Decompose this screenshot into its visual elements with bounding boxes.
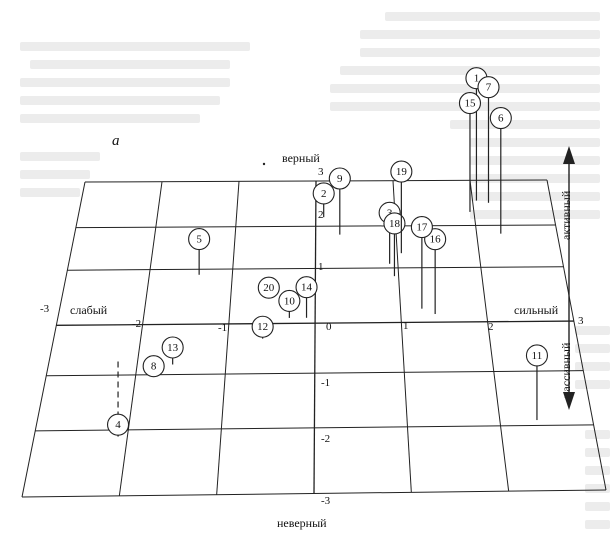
axis-label-bottom: неверный: [277, 516, 327, 530]
pin-circle: [410, 216, 433, 239]
pin-circle: [188, 228, 211, 251]
data-pin-9: 9: [328, 167, 351, 235]
data-pin-5: 5: [188, 228, 211, 275]
x-tick-label: 1: [403, 320, 409, 332]
grid-horizontal-line: [21, 489, 607, 498]
x-tick-label: -2: [132, 318, 141, 330]
pin-label: 10: [284, 295, 296, 307]
pin-label: 8: [151, 361, 157, 373]
y-tick-label: 3: [318, 166, 324, 178]
perspective-grid: [21, 179, 607, 498]
axis-label-right: сильный: [514, 303, 559, 317]
pin-circle: [257, 276, 280, 299]
pin-circle: [251, 315, 274, 338]
pin-label: 12: [257, 321, 268, 333]
pin-circle: [489, 107, 512, 130]
pin-circle: [328, 167, 351, 190]
pin-label: 14: [301, 282, 313, 294]
top-marker-dot: [262, 162, 266, 166]
data-pin-17: 17: [410, 216, 433, 309]
pin-circle: [477, 76, 500, 99]
data-pin-14: 14: [295, 276, 318, 318]
arrow-head-up: [563, 146, 575, 164]
pin-circle: [458, 92, 482, 115]
pin-label: 7: [486, 82, 492, 94]
pin-circle: [278, 289, 301, 312]
data-pin-4: 4: [106, 361, 130, 437]
pin-circle: [383, 212, 406, 235]
pin-circle: [295, 276, 318, 299]
grid-vertical-line: [469, 180, 510, 492]
grid-horizontal-line: [46, 370, 584, 377]
axis-label-left: слабый: [70, 303, 108, 317]
pin-label: 1: [474, 73, 480, 85]
pin-circle: [161, 336, 184, 359]
pin-circle: [390, 160, 413, 183]
pin-label: 3: [387, 207, 393, 219]
y-tick-label: 1: [318, 261, 324, 273]
x-tick-label: 0: [326, 321, 332, 333]
grid-horizontal-line: [75, 224, 556, 229]
x-tick-label: 2: [488, 321, 494, 333]
y-tick-label: -1: [321, 377, 330, 389]
panel-letter: а: [112, 133, 120, 149]
grid-vertical-line: [21, 181, 86, 498]
pin-label: 15: [464, 98, 476, 110]
grid-horizontal-line: [67, 266, 564, 271]
data-pin-2: 2: [312, 182, 335, 218]
grid-vertical-line: [546, 179, 607, 491]
axis-label-down: пассивный: [559, 342, 573, 398]
y-tick-label: 2: [318, 209, 324, 221]
pin-label: 16: [430, 234, 442, 246]
pin-circle: [106, 413, 130, 436]
x-tick-label: -1: [218, 322, 227, 334]
y-tick-label: -3: [321, 495, 331, 507]
axis-label-top: верный: [282, 151, 320, 165]
data-pin-6: 6: [489, 107, 512, 234]
vertical-arrow: [563, 146, 575, 410]
data-pin-11: 11: [525, 344, 549, 421]
data-pin-13: 13: [161, 336, 184, 365]
pin-label: 9: [337, 173, 343, 185]
pin-label: 20: [263, 282, 275, 294]
data-pin-18: 18: [383, 212, 406, 277]
grid-vertical-line: [216, 181, 240, 495]
pin-label: 17: [416, 222, 428, 234]
data-pin-7: 7: [477, 76, 500, 203]
data-pin-10: 10: [278, 289, 301, 318]
pin-circle: [525, 344, 549, 367]
data-pin-16: 16: [424, 228, 447, 315]
pin-label: 19: [396, 166, 408, 178]
data-pin-15: 15: [458, 92, 482, 212]
x-tick-label: -3: [40, 303, 50, 315]
pin-label: 11: [532, 350, 543, 362]
pin-label: 4: [115, 419, 121, 431]
y-tick-label: -2: [321, 433, 330, 445]
pin-label: 6: [498, 113, 504, 125]
axis-label-up: активный: [559, 190, 573, 240]
x-tick-label: 3: [578, 315, 584, 327]
arrow-head-down: [563, 392, 575, 410]
grid-vertical-line: [313, 180, 317, 494]
pin-circle: [312, 182, 335, 205]
data-pin-8: 8: [142, 355, 165, 378]
pin-label: 18: [389, 218, 401, 230]
grid-horizontal-line: [56, 320, 574, 326]
data-pin-12: 12: [251, 315, 274, 339]
grid-horizontal-line: [35, 424, 594, 432]
pin-circle: [142, 355, 165, 378]
data-pin-20: 20: [257, 276, 280, 299]
grid-vertical-line: [118, 181, 163, 496]
data-pin-19: 19: [390, 160, 413, 254]
pin-label: 13: [167, 342, 179, 354]
pin-label: 2: [321, 188, 327, 200]
pin-label: 5: [196, 234, 202, 246]
